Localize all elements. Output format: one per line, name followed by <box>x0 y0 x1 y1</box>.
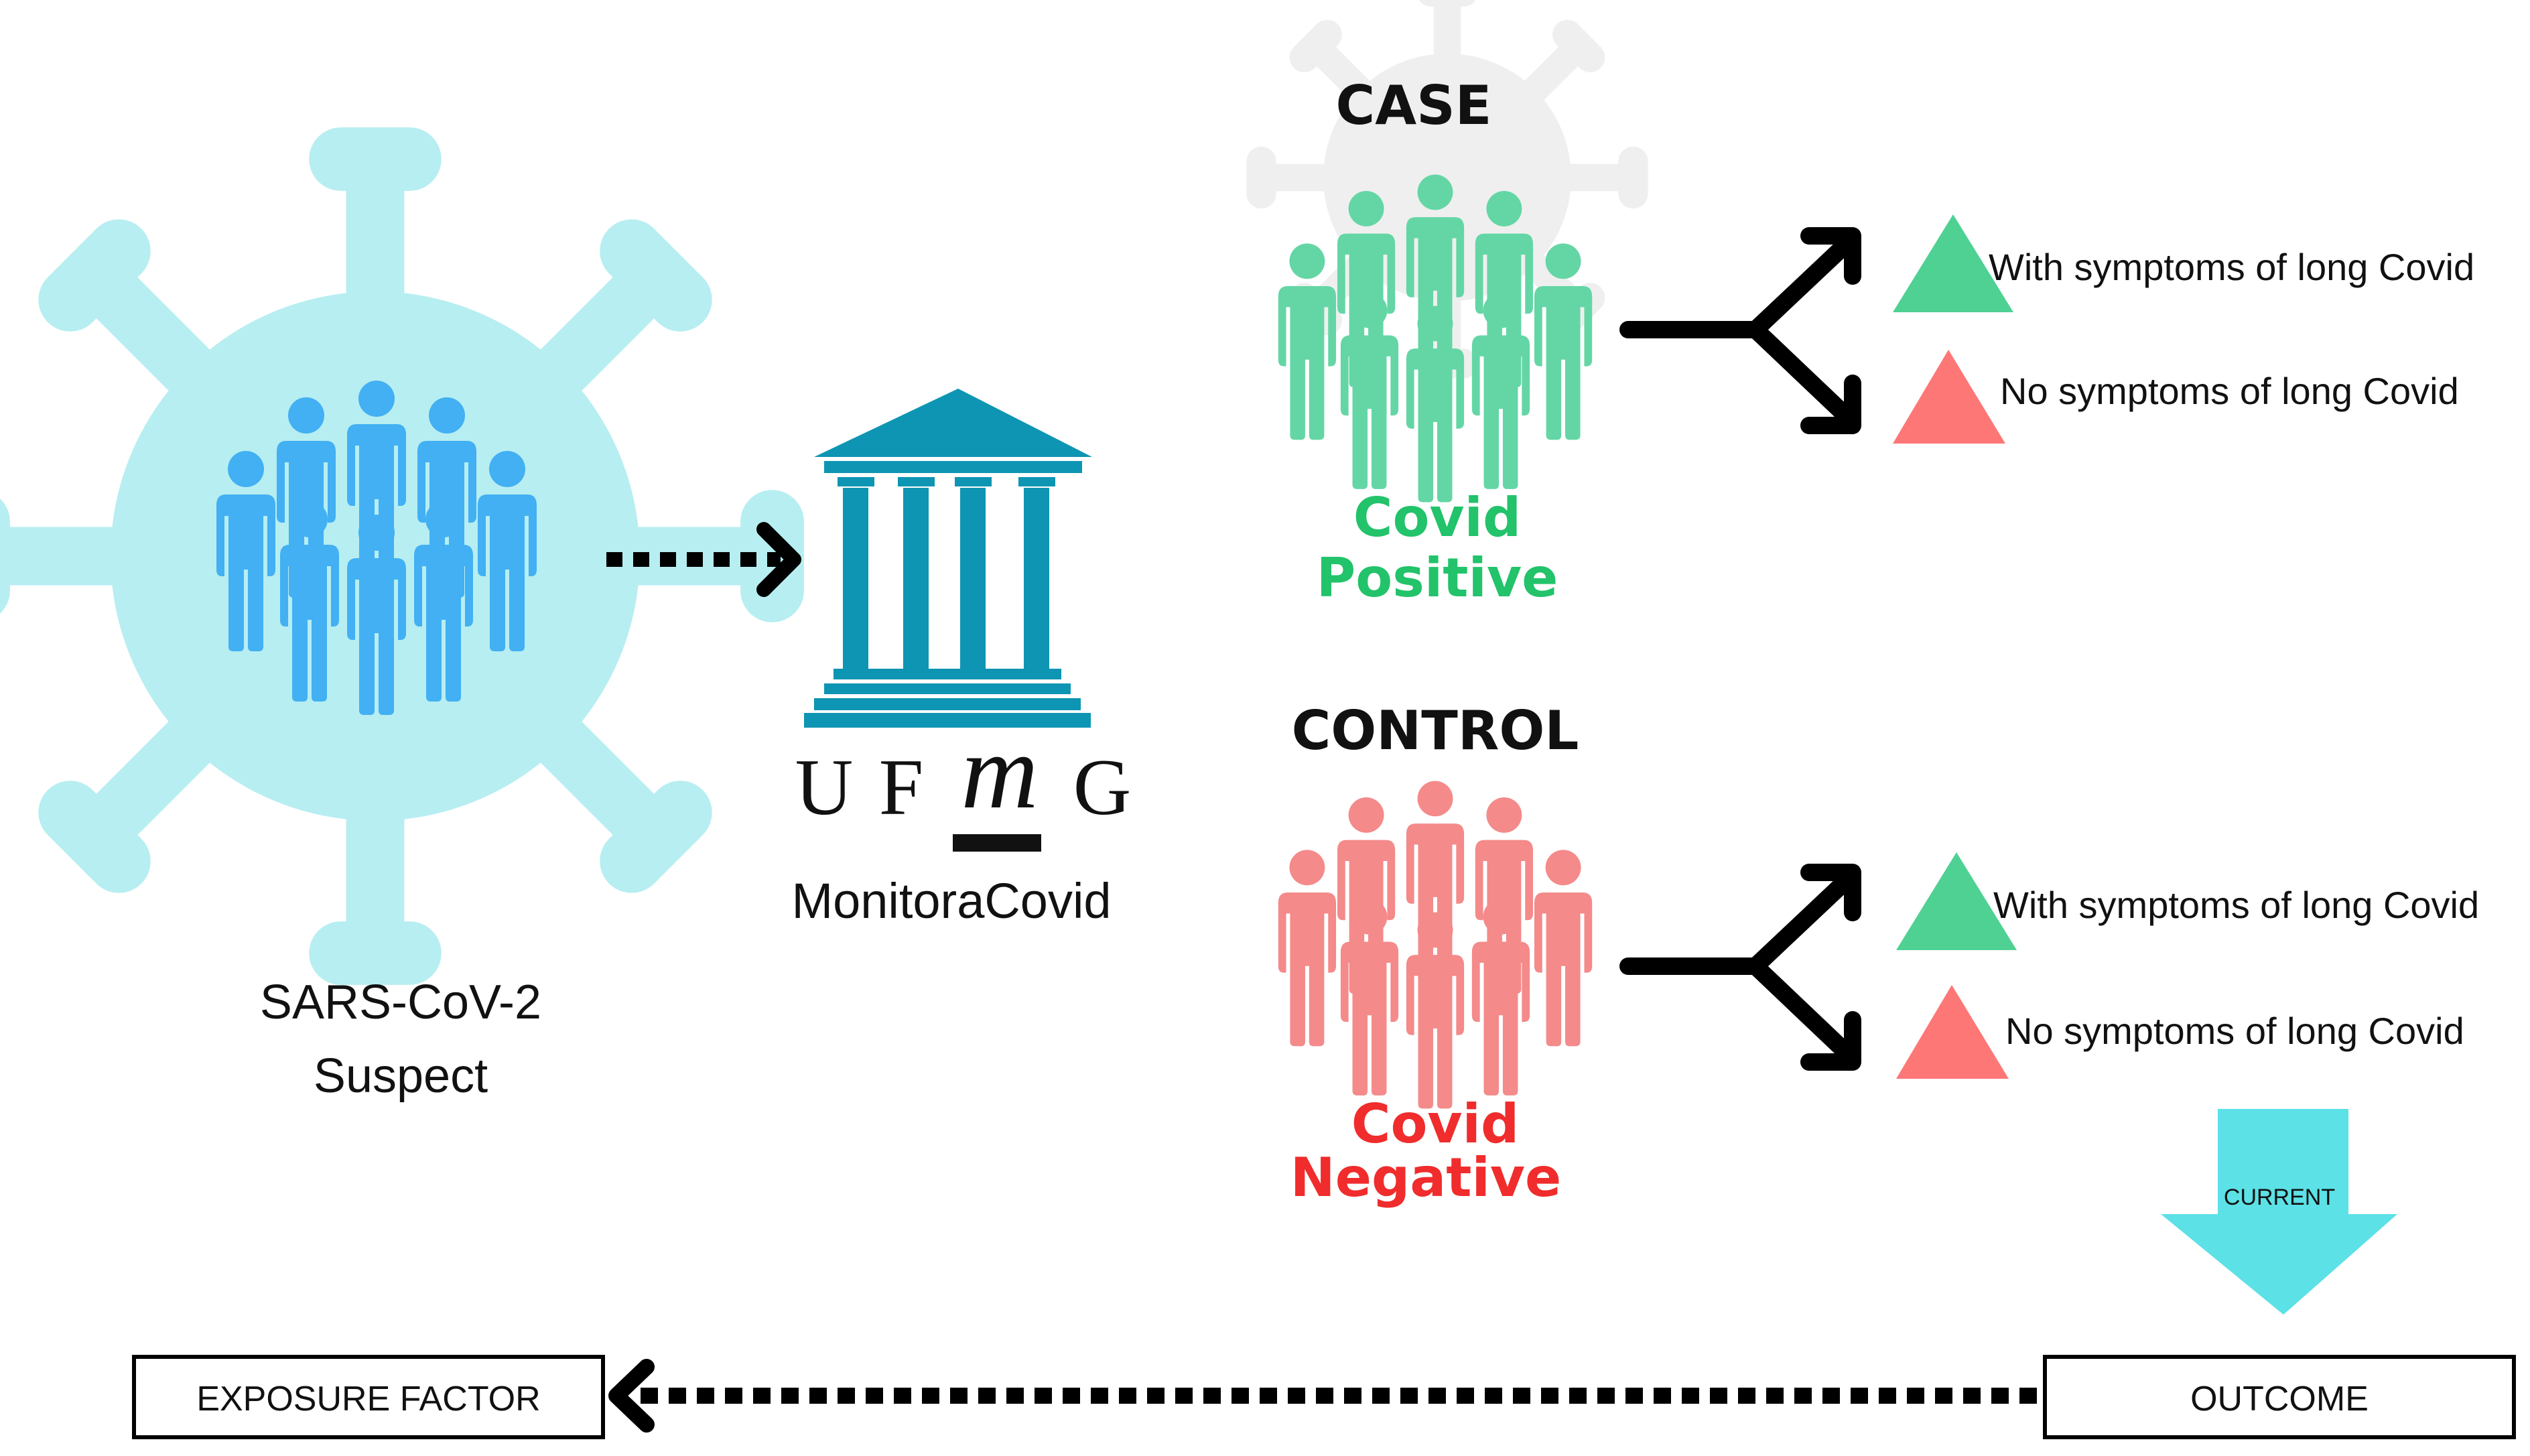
dotted-arrow-left <box>608 1359 2037 1433</box>
suspect-label-line2: Suspect <box>314 1049 488 1103</box>
exposure-factor-label: EXPOSURE FACTOR <box>196 1380 540 1418</box>
triangle-icon <box>1896 852 2017 950</box>
suspect-label-line1: SARS-CoV-2 <box>260 976 541 1029</box>
logo-letter-g: G <box>1073 742 1132 832</box>
dotted-arrow-right <box>606 522 801 597</box>
case-title: CASE <box>1336 74 1492 137</box>
triangle-icon <box>1893 214 2013 312</box>
logo-letter-f: F <box>879 742 924 832</box>
control-outcome-no: No symptoms of long Covid <box>2005 1010 2464 1052</box>
case-outcome-yes: With symptoms of long Covid <box>1989 246 2474 288</box>
logo-letter-u: U <box>795 742 854 832</box>
triangle-icon <box>1893 350 2005 444</box>
virus-icon <box>0 127 804 985</box>
control-title: CONTROL <box>1292 700 1579 762</box>
case-status-line1: Covid <box>1353 486 1522 549</box>
case-outcome-no: No symptoms of long Covid <box>2000 370 2459 412</box>
case-status-line2: Positive <box>1317 547 1558 609</box>
outcome-label: OUTCOME <box>2190 1380 2369 1418</box>
exposure-factor-box: EXPOSURE FACTOR <box>132 1355 605 1439</box>
logo-underline <box>953 834 1041 852</box>
outcome-box: OUTCOME <box>2043 1355 2516 1439</box>
people-group-icon <box>1278 781 1593 1109</box>
bank-building-icon <box>804 389 1092 728</box>
ufmg-logo: U F m G <box>795 712 1132 852</box>
down-arrow-icon: CURRENT <box>2161 1109 2397 1315</box>
institution-name: MonitoraCovid <box>791 873 1111 929</box>
branch-arrow <box>1619 864 1861 1071</box>
control-status-line1: Covid <box>1351 1093 1520 1155</box>
control-status-line2: Negative <box>1290 1146 1562 1209</box>
branch-arrow <box>1619 227 1861 434</box>
logo-letter-m: m <box>961 712 1039 831</box>
current-label: CURRENT <box>2224 1185 2335 1210</box>
triangle-icon <box>1896 985 2009 1079</box>
control-outcome-yes: With symptoms of long Covid <box>1993 884 2479 926</box>
